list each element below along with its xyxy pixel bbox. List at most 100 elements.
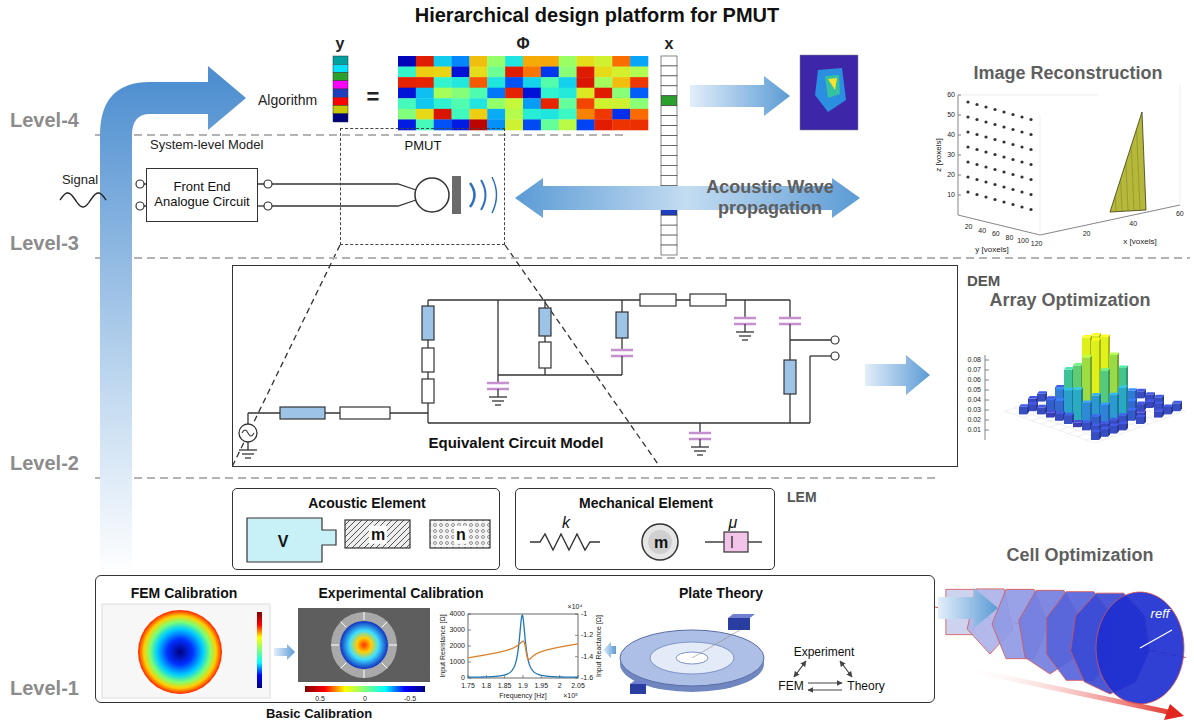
matrix-cell xyxy=(416,77,434,88)
node-text: m xyxy=(369,526,387,544)
axis-tick: 1.95 xyxy=(535,682,549,690)
vibrometer-map xyxy=(340,621,388,669)
matrix-cell xyxy=(630,67,648,78)
bar-front xyxy=(1073,422,1081,427)
axis-tick: 0.01 xyxy=(967,426,981,434)
electrode-line xyxy=(341,663,347,669)
capacitor-plate xyxy=(779,317,801,320)
matrix-cell xyxy=(559,98,577,109)
level-divider xyxy=(95,257,1190,259)
node-text: Experimental Calibration xyxy=(319,585,484,601)
matrix-cell xyxy=(577,77,595,88)
bar-top xyxy=(1100,421,1110,424)
ground-symbol xyxy=(492,400,504,401)
plot-frame xyxy=(468,614,578,678)
tick-mark xyxy=(468,646,471,647)
level-label: Level-3 xyxy=(10,232,79,255)
bar-top xyxy=(1082,420,1092,423)
bar-top xyxy=(1118,365,1128,368)
bar-front xyxy=(1100,429,1108,437)
matrix-cell xyxy=(630,119,648,130)
axis-tick: 0.02 xyxy=(967,416,981,424)
capacitor-plate xyxy=(611,349,633,352)
array-bar-chart xyxy=(985,333,1185,443)
matrix-cell xyxy=(416,88,434,99)
node-heading: DEM xyxy=(967,272,1000,289)
matrix-cell xyxy=(594,88,612,99)
matrix-cell xyxy=(630,109,648,120)
impedance-chart xyxy=(468,614,578,678)
bar-top xyxy=(1037,391,1047,394)
matrix-cell xyxy=(434,77,452,88)
axis-tick: 1.8 xyxy=(481,682,491,690)
matrix-cell xyxy=(630,98,648,109)
array-element-dot xyxy=(1011,158,1014,161)
wire xyxy=(428,299,790,300)
resistor-symbol xyxy=(340,407,390,419)
symbol-label: x xyxy=(665,35,674,53)
bar-front xyxy=(1118,388,1126,418)
array-element-dot xyxy=(1002,110,1005,113)
wire xyxy=(497,300,498,383)
matrix-cell xyxy=(487,77,505,88)
voxel-grid xyxy=(1121,179,1122,212)
bar-top xyxy=(1055,385,1065,388)
array-element-dot xyxy=(984,180,987,183)
vector-cell xyxy=(333,114,348,122)
electrode-line xyxy=(341,622,347,628)
bar-front xyxy=(1145,402,1153,408)
array-element-dot xyxy=(966,115,969,118)
plate-element-box xyxy=(630,681,650,684)
vector-cell xyxy=(661,106,677,116)
ground-symbol xyxy=(489,396,507,397)
matrix-cell xyxy=(416,109,434,120)
resistor-symbol xyxy=(422,348,434,372)
axis-tick: 40 xyxy=(978,227,986,235)
device-photo xyxy=(331,612,397,678)
bar-front xyxy=(1136,404,1144,411)
matrix-cell xyxy=(505,109,523,120)
bar-front xyxy=(1136,391,1144,398)
capacitor-plate xyxy=(487,382,509,385)
vector-cell xyxy=(333,81,348,89)
vector-cell xyxy=(661,76,677,86)
node-text: μ xyxy=(729,514,738,532)
flow-arrow xyxy=(274,644,295,660)
plate-element-box xyxy=(728,618,750,630)
array-element-dot xyxy=(993,138,996,141)
voxel-plot xyxy=(958,85,1180,235)
colorbar-tick: -0.5 xyxy=(404,695,416,703)
node-text: Plate Theory xyxy=(679,585,763,601)
wire xyxy=(699,423,700,433)
terminal xyxy=(264,180,272,188)
node-text: Theory xyxy=(847,680,884,694)
array-element-dot xyxy=(1029,208,1032,211)
symbol-label: Φ xyxy=(516,35,529,53)
tick-mark xyxy=(958,175,961,176)
node-heading: Acoustic Element xyxy=(308,495,425,511)
equivalent-circuit xyxy=(239,294,839,458)
wire xyxy=(699,439,700,447)
array-element-dot xyxy=(1029,148,1032,151)
node-heading: PMUT xyxy=(405,139,442,154)
wire xyxy=(248,412,428,413)
bar-front xyxy=(1100,405,1108,424)
inductor-symbol xyxy=(280,407,325,419)
matrix-cell xyxy=(577,98,595,109)
damper-symbol xyxy=(705,541,724,542)
flow-arrow xyxy=(938,588,998,628)
vector-cell xyxy=(333,97,348,105)
wire xyxy=(428,422,810,423)
bar-top xyxy=(1145,392,1155,395)
array-element-dot xyxy=(993,198,996,201)
dimension-label: reff xyxy=(1151,607,1170,622)
matrix-cell xyxy=(523,109,541,120)
matrix-cell xyxy=(612,98,630,109)
axis-title: y [voxels] xyxy=(975,245,1008,254)
bar-top xyxy=(1082,335,1092,338)
zoom-line xyxy=(505,245,660,467)
bar-front xyxy=(1037,407,1045,414)
array-element-dot xyxy=(1029,193,1032,196)
matrix-cell xyxy=(523,98,541,109)
colorbar xyxy=(305,686,425,692)
